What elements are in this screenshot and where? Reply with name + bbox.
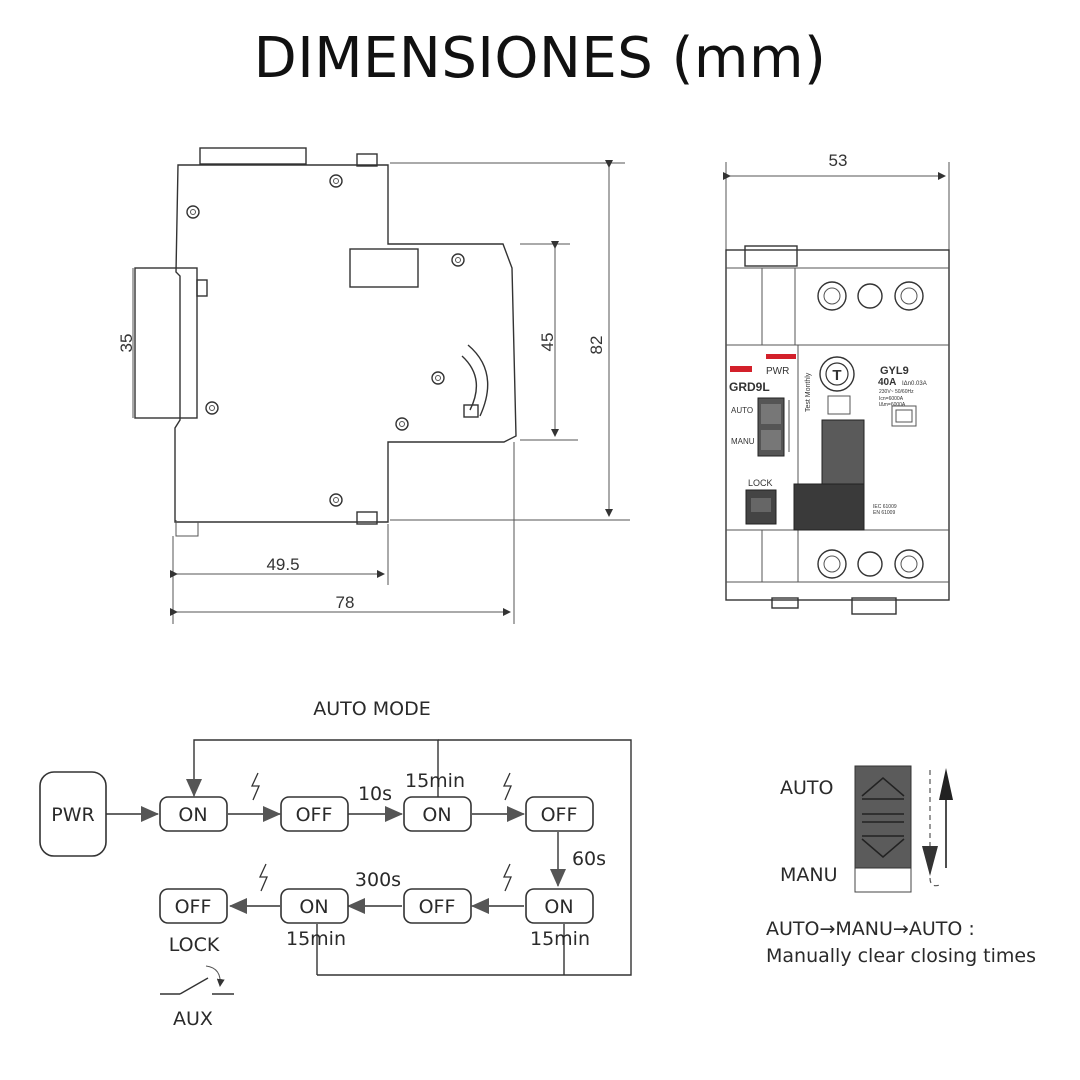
model-label: GRD9L [729,380,770,394]
switch-caption-line2: Manually clear closing times [766,945,1036,967]
time-300s: 300s [355,869,401,891]
breaker-model-label: GYL9 [880,365,909,377]
lock-small-label: LOCK [748,478,773,488]
lock-label: LOCK [169,934,220,956]
time-60s: 60s [572,848,606,870]
dim-35-label: 35 [117,334,136,353]
test-monthly-label: Test Monthly [805,372,812,412]
on-node-3: ON [525,888,594,924]
switch-auto-label: AUTO [780,777,833,799]
spec-1-label: 230V~ 50/60Hz [879,389,914,395]
front-view-drawing: T [723,162,950,615]
time-15min-top: 15min [405,770,465,792]
dim-82-label: 82 [587,336,606,355]
time-15min-right: 15min [530,928,590,950]
on-node-1: ON [159,796,228,832]
auto-mode-title: AUTO MODE [313,698,431,720]
manu-small-label: MANU [731,437,755,446]
pwr-node: PWR [39,771,107,857]
std-1-label: IEC 61009 [873,504,897,510]
off-node-1: OFF [280,796,349,832]
dim-45-label: 45 [538,333,557,352]
page-title: DIMENSIONES (mm) [253,26,827,91]
spec-3-label: IΔm=6000A [879,402,906,408]
off-node-3: OFF [403,888,472,924]
svg-text:OFF: OFF [175,896,212,918]
svg-text:PWR: PWR [51,804,94,826]
breaker-rating-label: 40A [878,377,896,388]
svg-text:OFF: OFF [419,896,456,918]
side-view-drawing [132,147,630,624]
aux-label: AUX [173,1008,213,1030]
svg-text:OFF: OFF [541,804,578,826]
svg-text:ON: ON [299,896,328,918]
side-screws [186,174,465,507]
off-lock-node: OFF [159,888,228,924]
switch-manu-label: MANU [780,864,838,886]
off-node-2: OFF [525,796,594,832]
time-10s: 10s [358,783,392,805]
auto-manu-switch-detail [854,765,953,893]
flow-lines [106,739,632,995]
std-2-label: EN 61009 [873,510,895,516]
breaker-sens-label: IΔn0.03A [902,381,927,387]
switch-caption-line1: AUTO→MANU→AUTO : [766,918,975,940]
on-node-4: ON [280,888,349,924]
svg-text:ON: ON [544,896,573,918]
svg-text:ON: ON [178,804,207,826]
pwr-small-label: PWR [766,366,789,377]
svg-text:T: T [832,367,841,384]
spec-2-label: Icn=6000A [879,396,904,402]
dim-53-label: 53 [829,151,848,170]
dim-78-label: 78 [336,593,355,612]
svg-text:ON: ON [422,804,451,826]
time-15min-left: 15min [286,928,346,950]
svg-text:OFF: OFF [296,804,333,826]
on-node-2: ON [403,796,472,832]
auto-small-label: AUTO [731,406,753,415]
dim-49-5-label: 49.5 [266,555,299,574]
